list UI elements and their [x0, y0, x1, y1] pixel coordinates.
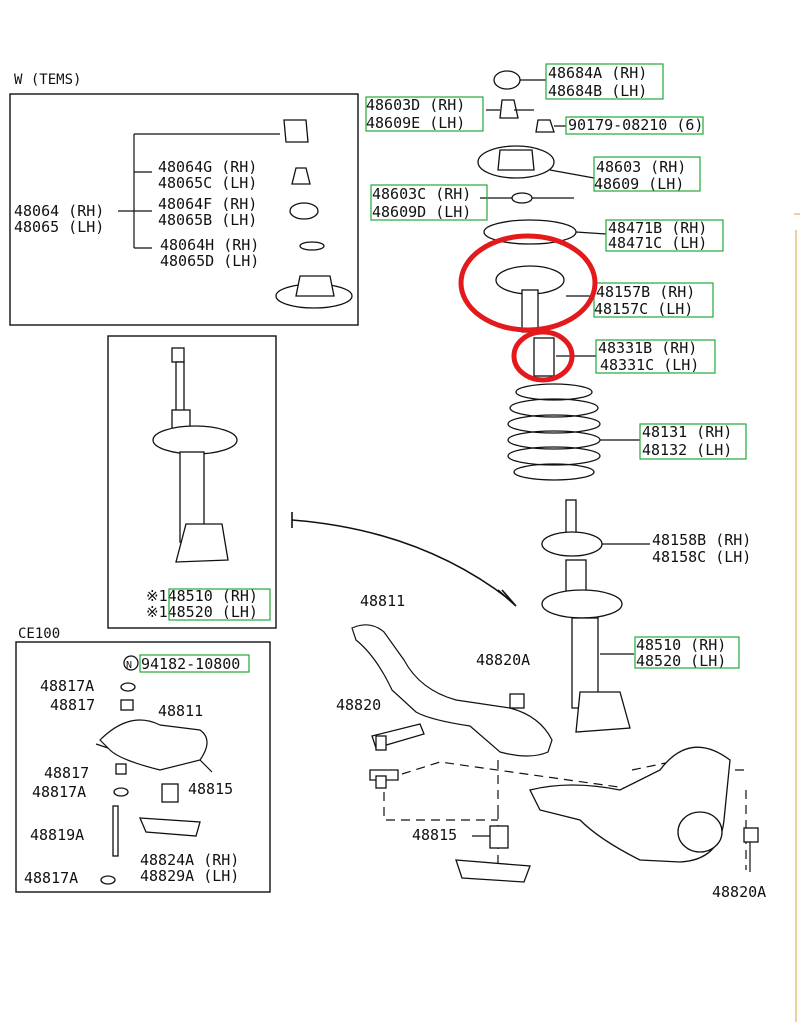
- strut-bracket-main-part: [575, 691, 631, 733]
- stabilizer-nut-part: [509, 693, 525, 709]
- coil-spring-part: [507, 383, 601, 481]
- ce-48824a-label: 48824A (RH): [140, 851, 239, 869]
- dust-boot-part: [521, 289, 539, 333]
- label-48684a: 48684A (RH): [548, 64, 647, 82]
- ce-n-mark: N: [126, 660, 132, 671]
- strut-inset: ※148510 (RH) ※148520 (LH): [107, 335, 277, 629]
- ce-48817a-label-3: 48817A: [24, 869, 78, 887]
- ce-n-icon: [123, 655, 139, 671]
- ce-94182-label: 94182-10800: [141, 655, 240, 673]
- highlight-circle-bump-stop: [511, 329, 575, 383]
- strut-seat-part: [152, 425, 238, 455]
- label-48820a: 48820A: [476, 651, 530, 669]
- label-48520: 48520 (LH): [636, 652, 726, 670]
- stabilizer-bar-part: [351, 624, 553, 757]
- stabilizer-bracket-part: [455, 859, 531, 883]
- bound-stop-cap-part: [493, 70, 521, 90]
- strut-48520-label: ※148520 (LH): [146, 603, 258, 621]
- label-48820a-lower: 48820A: [712, 883, 766, 901]
- ce100-inset-frame: [15, 641, 271, 893]
- label-48815: 48815: [412, 826, 457, 844]
- ce-48819a-label: 48819A: [30, 826, 84, 844]
- strut-spring-seat-part: [541, 589, 623, 619]
- tems-48065d-label: 48065D (LH): [160, 252, 259, 270]
- label-48331b: 48331B (RH): [598, 339, 697, 357]
- tems-48064f-label: 48064F (RH): [158, 195, 257, 213]
- ce100-inset: CE100 N 94182-10800 48817A 48817 48811 4…: [15, 626, 271, 893]
- tems-insulator-part: [289, 202, 319, 220]
- tems-48064-label: 48064 (RH): [14, 202, 104, 220]
- label-48471b: 48471B (RH): [608, 219, 707, 237]
- label-48157b: 48157B (RH): [596, 283, 695, 301]
- ce-48817-label-1: 48817: [50, 696, 95, 714]
- label-48603d: 48603D (RH): [366, 96, 465, 114]
- ce-48815-label: 48815: [188, 780, 233, 798]
- tems-bushing-part: [291, 167, 311, 185]
- label-48158b: 48158B (RH): [652, 531, 751, 549]
- bump-stop-part: [533, 337, 555, 377]
- tems-inset-title: W (TEMS): [14, 72, 81, 88]
- main-assembly: 48684A (RH) 48684B (LH) 48603D (RH) 4860…: [291, 63, 766, 901]
- label-48811: 48811: [360, 592, 405, 610]
- ce-stabilizer-bar: [99, 719, 208, 771]
- tems-48064h-label: 48064H (RH): [160, 236, 259, 254]
- label-48157c: 48157C (LH): [594, 300, 693, 318]
- knuckle-nut-part: [743, 827, 759, 843]
- tems-cap-part: [283, 119, 309, 143]
- label-48331c: 48331C (LH): [600, 356, 699, 374]
- label-48609d: 48609D (LH): [372, 203, 471, 221]
- ce-48817-label-2: 48817: [44, 764, 89, 782]
- strut-bracket-part: [175, 523, 229, 563]
- label-48820: 48820: [336, 696, 381, 714]
- tems-inset-frame: [9, 93, 359, 326]
- tems-48065-label: 48065 (LH): [14, 218, 104, 236]
- tems-48064g-label: 48064G (RH): [158, 158, 257, 176]
- tems-inset: W (TEMS) 48064 (RH) 48065 (LH) 48064G (R…: [9, 72, 359, 326]
- label-90179: 90179-08210 (6): [568, 116, 703, 134]
- ce-link-part: [112, 805, 119, 857]
- label-48609: 48609 (LH): [594, 175, 684, 193]
- ce-48817a-label-1: 48817A: [40, 677, 94, 695]
- label-48471c: 48471C (LH): [608, 234, 707, 252]
- stabilizer-bushing-part: [489, 825, 509, 849]
- tems-clip-part: [299, 241, 325, 251]
- ce-48817a-label-2: 48817A: [32, 783, 86, 801]
- label-48603: 48603 (RH): [596, 158, 686, 176]
- highlight-circle-spring-bumper: [458, 233, 598, 333]
- bushing-part: [499, 99, 519, 119]
- bearing-part: [511, 192, 533, 204]
- tems-48065b-label: 48065B (LH): [158, 211, 257, 229]
- label-48131: 48131 (RH): [642, 423, 732, 441]
- label-48510: 48510 (RH): [636, 636, 726, 654]
- ce-bushing-part: [161, 783, 179, 803]
- label-48603c: 48603C (RH): [372, 185, 471, 203]
- nut-part: [535, 119, 555, 133]
- ce100-inset-title: CE100: [18, 626, 60, 642]
- strut-inset-frame: [107, 335, 277, 629]
- label-48158c: 48158C (LH): [652, 548, 751, 566]
- ce-48829a-label: 48829A (LH): [140, 867, 239, 885]
- label-48684b: 48684B (LH): [548, 82, 647, 100]
- label-48132: 48132 (LH): [642, 441, 732, 459]
- strut-48510-label: ※148510 (RH): [146, 587, 258, 605]
- ce-48811-label: 48811: [158, 702, 203, 720]
- lower-seat-part: [541, 531, 603, 557]
- label-48609e: 48609E (LH): [366, 114, 465, 132]
- ce-bracket-part: [138, 817, 201, 837]
- tems-48065c-label: 48065C (LH): [158, 174, 257, 192]
